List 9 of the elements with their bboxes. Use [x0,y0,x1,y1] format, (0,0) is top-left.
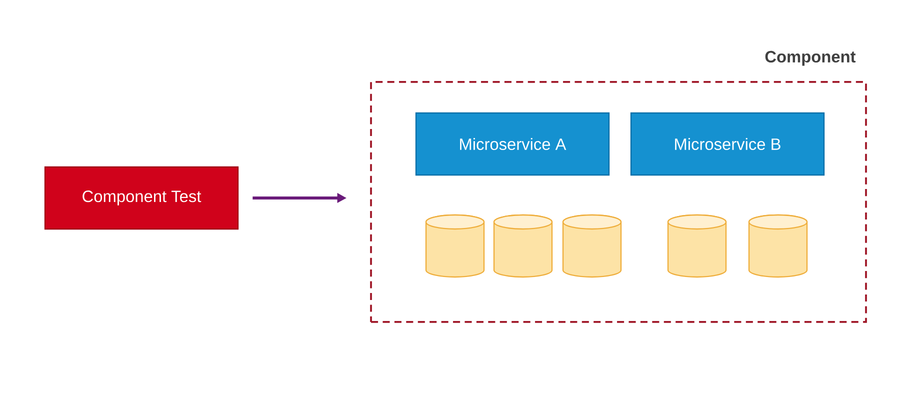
service-box: Microservice B [630,112,825,176]
container-heading: Component [765,50,856,66]
database-cylinder [748,214,808,278]
database-cylinder [493,214,553,278]
service-box: Microservice A [415,112,610,176]
test-box: Component Test [44,166,239,230]
database-cylinder [425,214,485,278]
database-cylinder [562,214,622,278]
database-cylinder [667,214,727,278]
